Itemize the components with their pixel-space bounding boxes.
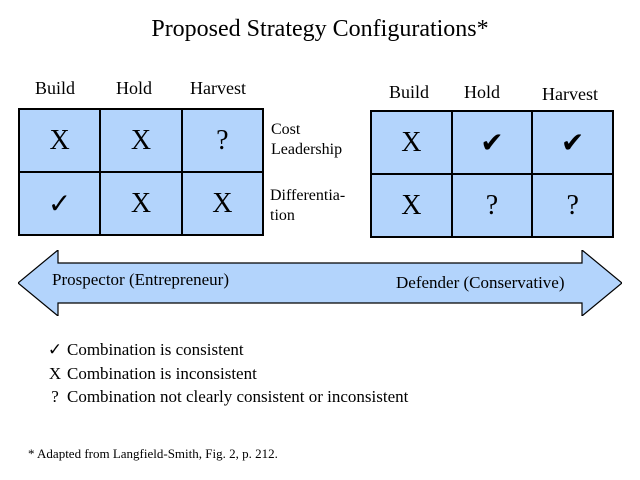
row-label-cost-line1: Cost xyxy=(271,121,301,138)
left-cell-cost-hold: X xyxy=(100,109,182,172)
right-header-hold: Hold xyxy=(464,82,500,102)
right-header-build: Build xyxy=(388,82,429,102)
footnote: * Adapted from Langfield-Smith, Fig. 2, … xyxy=(28,446,278,461)
left-cell-cost-harvest: ? xyxy=(181,109,263,172)
legend-consistent: ✓Combination is consistent xyxy=(46,340,244,360)
right-cell-cost-hold: ✔ xyxy=(451,111,533,174)
row-label-differentiation: Differentia- tion xyxy=(270,186,345,226)
legend-consistent-text: Combination is consistent xyxy=(67,340,244,359)
question-mark-icon: ? xyxy=(51,387,59,406)
x-mark-icon: X xyxy=(48,364,62,383)
right-cell-cost-harvest: ✔ xyxy=(532,111,613,174)
right-cell-cost-build: X xyxy=(371,111,452,174)
check-icon: ✓ xyxy=(47,340,63,359)
legend-unclear: ? Combination not clearly consistent or i… xyxy=(46,387,408,407)
left-cell-diff-hold: X xyxy=(100,172,182,235)
left-header-build: Build xyxy=(34,78,75,98)
row-label-cost-leadership: Cost Leadership xyxy=(271,120,342,160)
left-header-harvest: Harvest xyxy=(190,78,246,98)
left-cell-cost-build: X xyxy=(19,109,101,172)
left-configuration-grid: X X ? ✓ X X xyxy=(18,108,264,236)
prospector-label: Prospector (Entrepreneur) xyxy=(52,270,230,289)
defender-label: Defender (Conservative) xyxy=(396,273,565,292)
legend-inconsistent: X Combination is inconsistent xyxy=(46,364,257,384)
strategy-spectrum-arrow: Prospector (Entrepreneur) Defender (Cons… xyxy=(17,248,623,318)
right-cell-diff-harvest: ? xyxy=(532,174,613,237)
left-cell-diff-build: ✓ xyxy=(19,172,101,235)
row-label-cost-line2: Leadership xyxy=(271,141,343,158)
page-title: Proposed Strategy Configurations* xyxy=(151,16,489,42)
right-header-harvest: Harvest xyxy=(542,84,598,104)
right-configuration-grid: X ✔ ✔ X ? ? xyxy=(370,110,614,238)
legend-unclear-text: Combination not clearly consistent or in… xyxy=(67,387,409,406)
left-header-hold: Hold xyxy=(116,78,152,98)
left-cell-diff-harvest: X xyxy=(181,172,263,235)
legend-inconsistent-text: Combination is inconsistent xyxy=(67,364,257,383)
right-cell-diff-build: X xyxy=(371,174,452,237)
right-cell-diff-hold: ? xyxy=(451,174,533,237)
row-label-diff-line1: Differentia- xyxy=(270,187,346,204)
row-label-diff-line2: tion xyxy=(270,207,295,224)
